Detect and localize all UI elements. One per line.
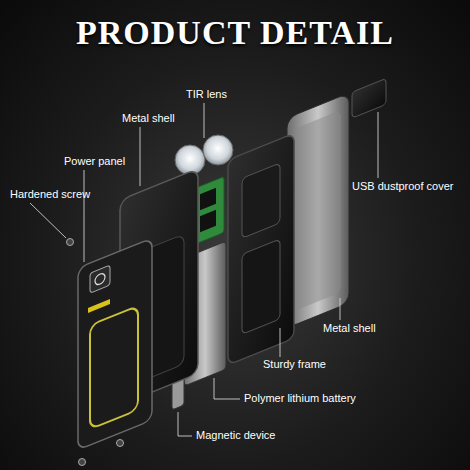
part-label: Hardened screw xyxy=(10,188,90,201)
part-label: Magnetic device xyxy=(196,429,276,442)
part-label: Metal shell xyxy=(323,322,376,335)
part-label: Polymer lithium battery xyxy=(244,392,356,405)
part-label: Sturdy frame xyxy=(263,358,326,371)
title: PRODUCT DETAIL xyxy=(76,14,394,52)
part-label: USB dustproof cover xyxy=(352,180,454,193)
part-label: Metal shell xyxy=(122,112,175,125)
part-label: TIR lens xyxy=(186,88,227,101)
part-label: Power panel xyxy=(64,155,125,168)
